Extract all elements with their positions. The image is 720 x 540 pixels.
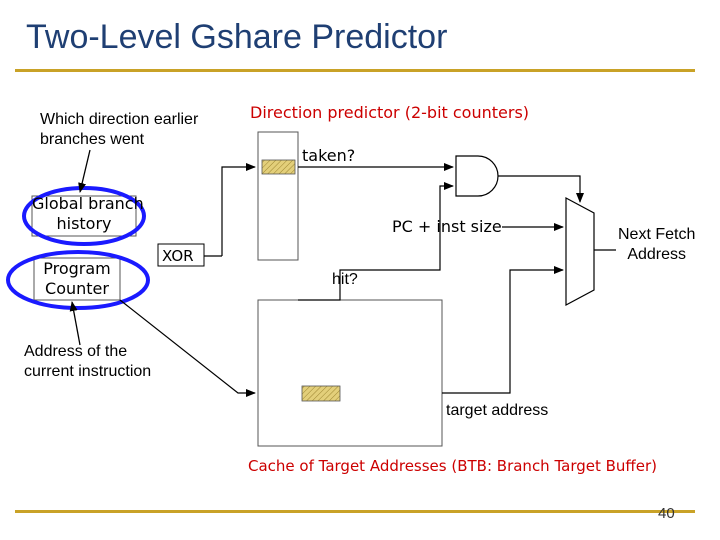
label-direction-predictor: Direction predictor (2-bit counters) xyxy=(250,103,530,122)
label-which-direction-line2: branches went xyxy=(40,131,145,148)
program-counter-box xyxy=(33,257,121,301)
label-global-history: Global branch history xyxy=(32,194,144,234)
label-btb-caption: Cache of Target Addresses (BTB: Branch T… xyxy=(248,457,658,475)
label-taken: taken? xyxy=(302,146,356,165)
page-number: 40 xyxy=(658,505,675,522)
slide-title: Two-Level Gshare Predictor xyxy=(26,18,448,56)
label-target-address: target address xyxy=(446,402,549,419)
label-pc-inst-size: PC + inst size xyxy=(392,217,502,236)
label-next-fetch-line1: Next Fetch xyxy=(618,226,696,243)
mux xyxy=(565,196,595,307)
label-program-counter-line2: Counter xyxy=(45,279,109,298)
label-address-current-line1: Address of the xyxy=(24,343,128,360)
label-which-direction: Which direction earlier branches went xyxy=(40,110,198,150)
label-hit: hit? xyxy=(332,271,358,288)
title-rule xyxy=(15,69,695,72)
label-global-history-line1: Global branch xyxy=(32,194,144,213)
btb-entry xyxy=(301,385,341,402)
xor-box xyxy=(157,243,205,267)
label-xor: XOR xyxy=(162,247,194,265)
wire-pc-btb xyxy=(119,299,256,397)
and-gate xyxy=(455,155,499,197)
label-which-direction-line1: Which direction earlier xyxy=(40,111,199,128)
direction-predictor-table xyxy=(257,131,299,261)
global-history-box xyxy=(31,195,137,237)
label-next-fetch-line2: Address xyxy=(627,246,687,263)
label-program-counter-line1: Program xyxy=(43,259,111,278)
wire-address-label xyxy=(69,301,81,346)
label-global-history-line2: history xyxy=(56,214,112,233)
label-program-counter: Program Counter xyxy=(34,259,120,299)
predictor-entry xyxy=(261,159,296,175)
wire-target-mux xyxy=(442,266,564,394)
wire-hit xyxy=(298,182,454,301)
label-address-current-line2: current instruction xyxy=(24,363,152,380)
label-address-current: Address of the current instruction xyxy=(24,342,151,382)
wire-xor-predictor xyxy=(221,163,256,256)
highlight-ring-pc xyxy=(6,250,150,310)
wire-and-mux xyxy=(498,175,584,203)
btb-table xyxy=(257,299,443,447)
footer-rule xyxy=(15,510,695,513)
label-next-fetch: Next Fetch Address xyxy=(618,225,695,265)
wire-history-label xyxy=(78,149,91,193)
